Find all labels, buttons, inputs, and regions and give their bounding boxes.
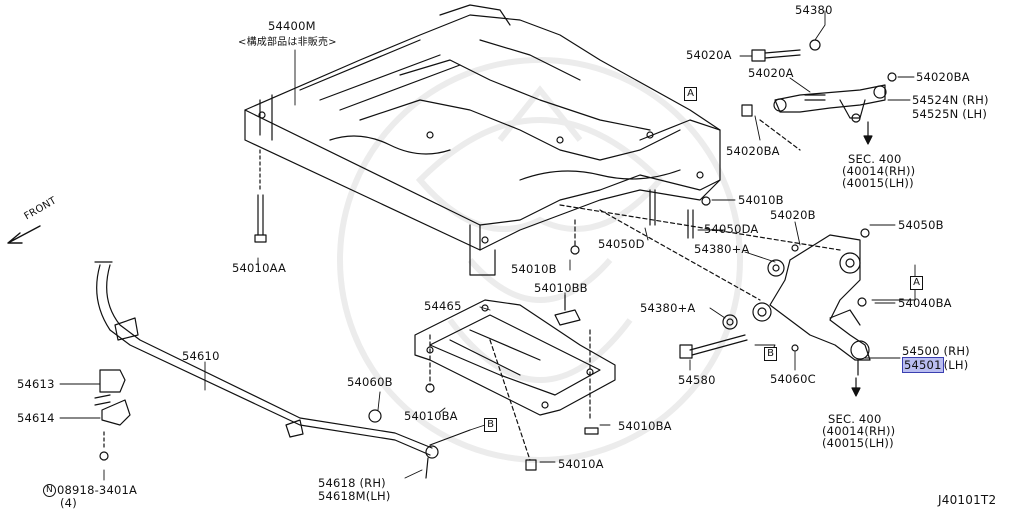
ref-marker-b-knuckle[interactable]: B xyxy=(764,347,777,361)
section-ref-400-upper[interactable]: SEC. 400 xyxy=(848,152,902,166)
n-mark-icon: N xyxy=(43,484,56,497)
part-label-54580[interactable]: 54580 xyxy=(678,373,716,387)
upper-arm xyxy=(741,39,897,145)
part-side-lh: (LH) xyxy=(943,358,969,372)
part-label-54618[interactable]: 54618 (RH) xyxy=(318,476,386,490)
section-ref-400-upper-rh: (40014(RH)) xyxy=(842,164,916,178)
part-label-54050da[interactable]: 54050DA xyxy=(704,222,759,236)
ref-marker-a-lower[interactable]: A xyxy=(910,276,923,290)
part-label-54020a-2[interactable]: 54020A xyxy=(748,66,794,80)
front-arrow xyxy=(7,225,41,244)
bolt-54010aa xyxy=(254,149,267,243)
part-label-54380a-1[interactable]: 54380+A xyxy=(694,242,750,256)
part-number-54501-highlight[interactable]: 54501 xyxy=(902,357,944,373)
part-label-54010b-2[interactable]: 54010B xyxy=(511,262,557,276)
stabilizer-bar xyxy=(94,261,433,461)
part-label-54050d[interactable]: 54050D xyxy=(598,237,645,251)
ref-marker-b-link[interactable]: B xyxy=(484,418,497,432)
part-label-54020ba-2[interactable]: 54020BA xyxy=(726,144,780,158)
part-label-54400m[interactable]: 54400M xyxy=(268,19,316,33)
part-label-54010ba-2[interactable]: 54010BA xyxy=(618,419,672,433)
steering-knuckle xyxy=(679,228,871,397)
stabilizer-link xyxy=(368,383,599,479)
section-ref-400-lower-rh: (40014(RH)) xyxy=(822,424,896,438)
part-label-08918[interactable]: 08918-3401A xyxy=(57,483,138,497)
part-label-54500[interactable]: 54500 (RH) xyxy=(902,344,970,358)
part-label-54610[interactable]: 54610 xyxy=(182,349,220,363)
part-note-not-sold: <構成部品は非販売> xyxy=(238,37,337,48)
part-label-54525n[interactable]: 54525N (LH) xyxy=(912,107,988,121)
part-label-54060b[interactable]: 54060B xyxy=(347,375,393,389)
part-label-54020a-1[interactable]: 54020A xyxy=(686,48,732,62)
part-label-54465[interactable]: 54465 xyxy=(424,299,462,313)
part-label-54613[interactable]: 54613 xyxy=(17,377,55,391)
part-label-54380[interactable]: 54380 xyxy=(795,3,833,17)
part-label-54020b[interactable]: 54020B xyxy=(770,208,816,222)
lower-subframe xyxy=(414,294,616,416)
part-label-54050b[interactable]: 54050B xyxy=(898,218,944,232)
part-label-54060c[interactable]: 54060C xyxy=(770,372,816,386)
section-ref-400-upper-lh: (40015(LH)) xyxy=(842,176,914,190)
part-qty-08918: (4) xyxy=(60,496,77,510)
part-label-54010ba-1[interactable]: 54010BA xyxy=(404,409,458,423)
part-label-54010aa[interactable]: 54010AA xyxy=(232,261,287,275)
ref-marker-a-upper[interactable]: A xyxy=(684,87,697,101)
part-label-54010a[interactable]: 54010A xyxy=(558,457,604,471)
section-ref-400-lower-lh: (40015(LH)) xyxy=(822,436,894,450)
part-label-54618m[interactable]: 54618M(LH) xyxy=(318,489,391,503)
part-label-54020ba-1[interactable]: 54020BA xyxy=(916,70,970,84)
front-crossmember xyxy=(244,4,721,276)
part-label-54040ba[interactable]: 54040BA xyxy=(898,296,952,310)
part-label-54010bb[interactable]: 54010BB xyxy=(534,281,588,295)
part-label-54380a-2[interactable]: 54380+A xyxy=(640,301,696,315)
diagram-id: J40101T2 xyxy=(938,493,997,507)
part-label-54010b-1[interactable]: 54010B xyxy=(738,193,784,207)
part-label-54614[interactable]: 54614 xyxy=(17,411,55,425)
part-label-54501[interactable]: 54501(LH) xyxy=(902,357,969,373)
part-label-54524n[interactable]: 54524N (RH) xyxy=(912,93,989,107)
section-ref-400-lower[interactable]: SEC. 400 xyxy=(828,412,882,426)
